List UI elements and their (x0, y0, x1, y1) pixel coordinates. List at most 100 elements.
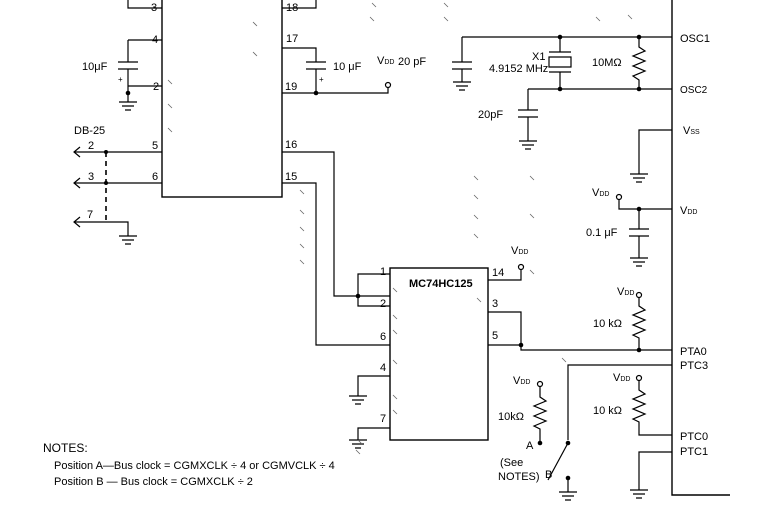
wire-ptc1-gnd (638, 451, 672, 490)
junction-osc2-res (636, 86, 642, 92)
wire-buffer-pin1-2 (357, 273, 390, 307)
mcu-pin-osc1: OSC1 (680, 33, 710, 45)
vdd-label-pta0: VDD (617, 286, 634, 298)
switch-note-line2: NOTES) (498, 471, 540, 483)
pin-label-16: 16 (285, 139, 297, 151)
ground-switch-b (559, 491, 577, 501)
resistor-10m-symbol (631, 37, 647, 89)
buffer-pin14-label: 14 (492, 267, 504, 279)
crystal-name-label: X1 (532, 51, 545, 63)
buffer-pin2-label: 2 (380, 298, 386, 310)
max232-ic-body (161, 0, 283, 198)
resistor-10k-pta0-symbol (631, 298, 647, 350)
pin-label-2: 2 (153, 81, 159, 93)
wire-pin18 (282, 0, 317, 9)
junction-buffer-pin1 (355, 293, 361, 299)
vdd-label-ptc0: VDD (613, 372, 630, 384)
editor-marks (167, 2, 633, 455)
cap-10uf-left-label: 10μF (82, 61, 108, 73)
mcu-pin-osc2: OSC2 (680, 85, 708, 96)
vdd-terminal-buffer (517, 263, 525, 271)
vdd-terminal-switch (536, 380, 544, 388)
db25-pin3-label: 3 (88, 171, 94, 183)
mcu-pin-pta0: PTA0 (680, 346, 707, 358)
mcu-pin-vdd: VDD (680, 205, 697, 217)
buffer-pin1-label: 1 (380, 266, 386, 278)
vdd-terminal-mcu (615, 193, 623, 201)
vdd-label-mcu-terminal: VDD (592, 187, 609, 199)
pin-label-6: 6 (152, 171, 158, 183)
cap-10uf-left-plus: + (118, 75, 123, 84)
wire-pin19-vdd (282, 88, 389, 94)
wire-buffer-pin14-vdd (488, 270, 522, 281)
ground-left-cap (119, 86, 137, 111)
ground-cap-01uf (630, 257, 648, 267)
vdd-label-switch: VDD (513, 375, 530, 387)
mcu-ic-body (671, 0, 730, 496)
db25-label: DB-25 (74, 125, 105, 137)
cap-01uf-symbol (629, 209, 649, 258)
switch-contact-a (537, 440, 543, 446)
mcu-pin-vss: VSS (683, 125, 700, 137)
pin-label-17: 17 (286, 33, 298, 45)
wire-ptc3 (567, 364, 672, 440)
buffer-pin7-label: 7 (380, 413, 386, 425)
arrow-db25-pin3 (73, 177, 81, 189)
vdd-terminal-pta0 (635, 291, 643, 299)
wire-buffer-pin7-gnd (357, 427, 390, 440)
wire-pin17 (282, 47, 317, 62)
pin-label-15: 15 (285, 171, 297, 183)
cap-20pf-top-symbol (452, 37, 472, 82)
notes-position-a: Position A—Bus clock = CGMXCLK ÷ 4 or CG… (54, 460, 335, 472)
junction-pin19 (313, 90, 319, 96)
notes-position-b: Position B — Bus clock = CGMXCLK ÷ 2 (54, 476, 253, 488)
switch-arm (547, 442, 569, 481)
junction-buffer-out (518, 342, 524, 348)
cap-20pf-top-label: 20 pF (398, 56, 426, 68)
notes-heading: NOTES: (43, 441, 88, 455)
resistor-10k-ptc0-symbol (631, 381, 672, 436)
db25-pin7-label: 7 (87, 209, 93, 221)
wire-vss (638, 129, 672, 174)
cap-01uf-label: 0.1 μF (586, 227, 618, 239)
mcu-pin-ptc1: PTC1 (680, 446, 708, 458)
mcu-pin-ptc0: PTC0 (680, 431, 708, 443)
ground-buffer-pin4 (349, 395, 367, 405)
buffer-pin4-label: 4 (380, 362, 386, 374)
ground-ptc1 (630, 489, 648, 499)
junction-osc2-crystal (557, 86, 563, 92)
wire-pin15 (282, 182, 390, 346)
ground-cap-20pf-bottom (519, 140, 537, 150)
cap-10uf-left-symbol (118, 40, 138, 86)
crystal-x1-symbol (548, 37, 572, 89)
res-10k-ptc0-label: 10 kΩ (593, 405, 622, 417)
wire-db25-pin7 (74, 221, 129, 236)
vdd-terminal-max232 (384, 81, 392, 89)
buffer-pin3-label: 3 (492, 298, 498, 310)
buffer-pin6-label: 6 (380, 331, 386, 343)
cap-20pf-bottom-label: 20pF (478, 109, 503, 121)
db25-pin2-label: 2 (88, 140, 94, 152)
resistor-10k-switch-symbol (532, 387, 548, 441)
pin-label-19: 19 (285, 81, 297, 93)
crystal-freq-label: 4.9152 MHz (489, 63, 548, 75)
switch-note-line1: (See (500, 457, 523, 469)
wire-pin16 (282, 151, 390, 297)
ground-cap-20pf-top (453, 81, 471, 91)
res-10k-pta0-label: 10 kΩ (593, 318, 622, 330)
arrow-db25-pin7 (73, 216, 81, 228)
vdd-label-buffer: VDD (511, 245, 528, 257)
res-10k-switch-label: 10kΩ (498, 411, 524, 423)
pin-label-18: 18 (286, 2, 298, 14)
wire-to-pta0 (520, 345, 672, 351)
buffer-ic-name: MC74HC125 (409, 278, 473, 290)
arrow-db25-pin2 (73, 146, 81, 158)
cap-10uf-right-plus: + (319, 75, 324, 84)
wire-buffer-pin4-gnd (357, 375, 390, 396)
buffer-ic-body (389, 267, 489, 441)
wire-vdd-mcu (618, 200, 672, 210)
res-10m-label: 10MΩ (592, 57, 622, 69)
ground-buffer-pin7 (349, 439, 367, 449)
ground-db25 (119, 235, 137, 245)
